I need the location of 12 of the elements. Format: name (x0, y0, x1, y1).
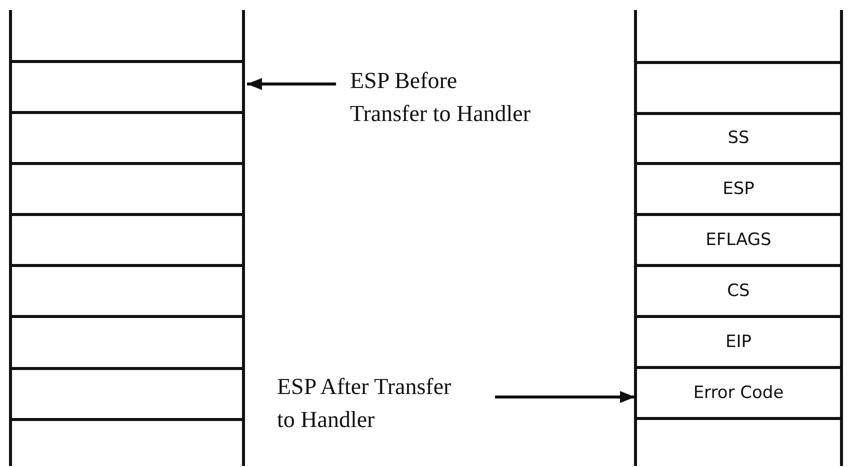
stack-column (9, 10, 245, 466)
stack-entry: EFLAGS (637, 216, 840, 266)
stack-entry: ESP (637, 164, 840, 216)
pointer-label: ESP Before Transfer to Handler (350, 64, 560, 130)
arrow (495, 391, 635, 403)
stack-entry: EIP (637, 318, 840, 368)
arrow (247, 78, 336, 90)
stack-entry: Error Code (637, 368, 840, 420)
stack-entry: CS (637, 266, 840, 318)
stack-column (634, 10, 843, 466)
stack-entry: SS (637, 114, 840, 164)
pointer-label: ESP After Transfer to Handler (277, 370, 477, 436)
